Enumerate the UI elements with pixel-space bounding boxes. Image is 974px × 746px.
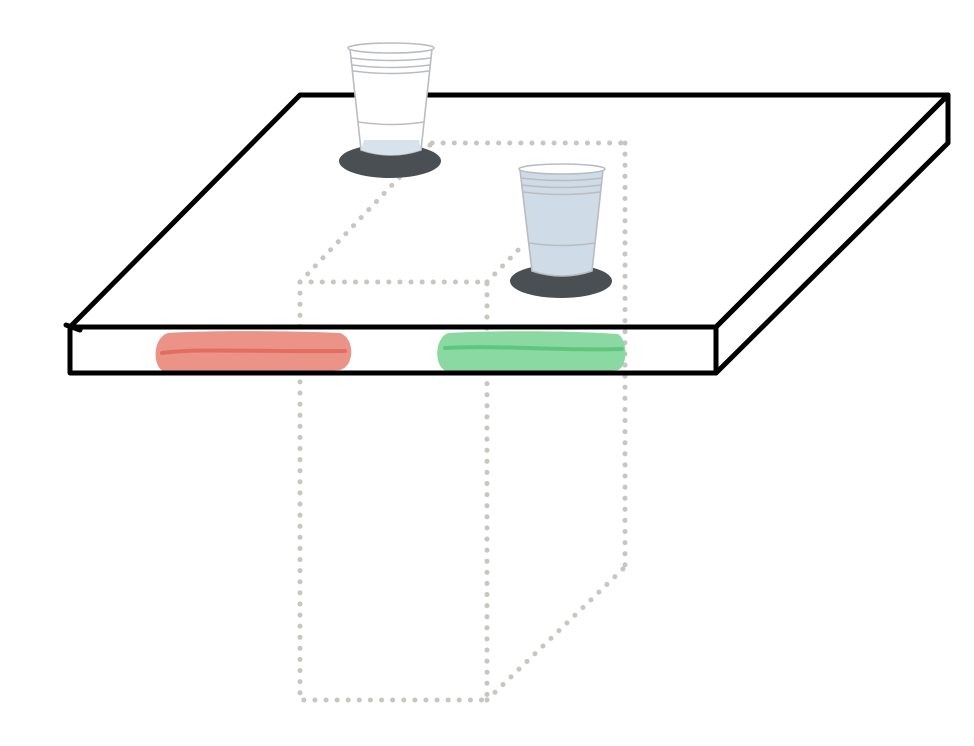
- water-cup-rim: [518, 163, 606, 175]
- table-top: [63, 92, 951, 376]
- empty-cup-ridge-2: [351, 64, 431, 69]
- coaster-icon: [339, 144, 441, 178]
- hidden-box-front-face: [297, 279, 490, 703]
- water-cup-on-coaster: [510, 163, 612, 298]
- green-highlight-body: [437, 331, 626, 373]
- empty-cup-on-coaster: [339, 42, 441, 178]
- water-cup-ridge-1: [520, 177, 603, 182]
- water-cup-body: [519, 169, 604, 277]
- empty-cup-ridge-4: [357, 121, 425, 126]
- water-cup-ridge-3: [522, 191, 601, 196]
- hidden-box-bottom-right-edge: [484, 564, 628, 703]
- red-edge-highlight: [155, 331, 352, 373]
- green-edge-highlight: [437, 331, 626, 373]
- empty-cup-body: [349, 48, 433, 156]
- empty-cup-ridge-1: [350, 57, 432, 62]
- table-right-face: [713, 92, 951, 376]
- hidden-box-top-left-edge: [297, 140, 435, 285]
- green-highlight-stroke: [443, 345, 624, 352]
- empty-cup-base-tint: [361, 140, 421, 155]
- plastic-cup-water-icon: [518, 163, 606, 277]
- table-corner-tick: [63, 322, 83, 333]
- red-highlight-stroke: [160, 348, 347, 355]
- plastic-cup-empty-icon: [347, 42, 435, 156]
- table-top-surface: [67, 92, 951, 330]
- hidden-box-inner-top-edge: [484, 240, 528, 285]
- empty-cup-ridge-3: [352, 70, 430, 75]
- water-cup-ridge-4: [528, 242, 596, 247]
- water-cup-ridge-2: [521, 184, 602, 189]
- empty-cup-rim: [347, 42, 435, 54]
